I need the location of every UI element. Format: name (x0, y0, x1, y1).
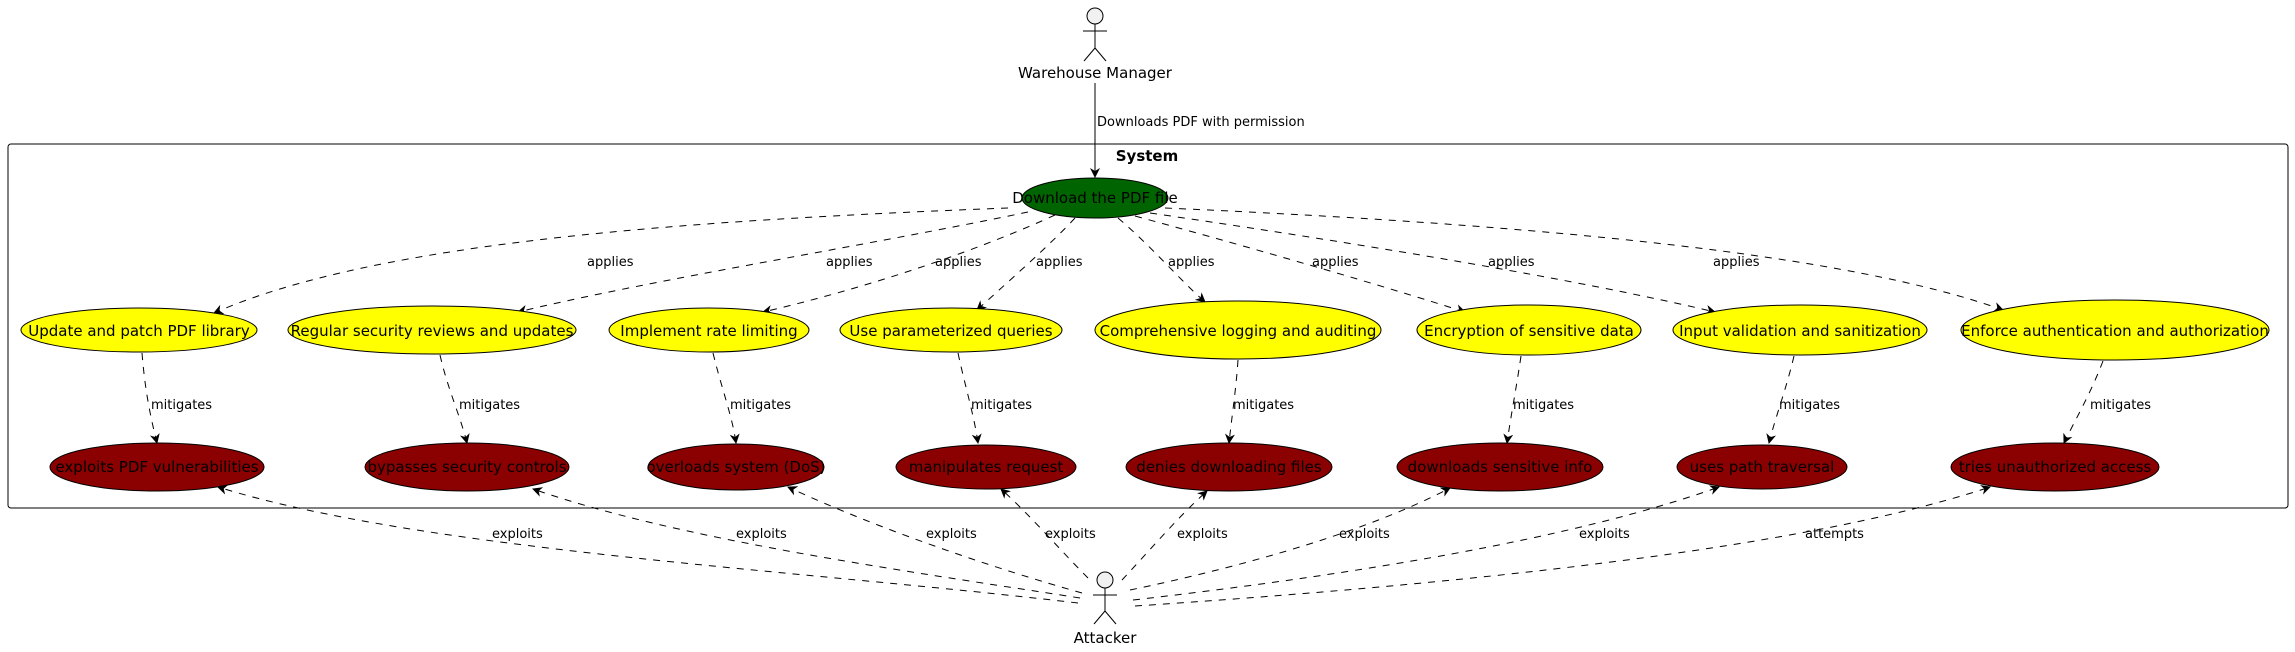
threat-label: denies downloading files (1136, 458, 1322, 476)
edge-label-mitigates: mitigates (1513, 398, 1574, 413)
edge-label-applies: applies (1312, 255, 1359, 270)
stick-figure-icon (1093, 571, 1117, 625)
manager-link-label: Downloads PDF with permission (1097, 115, 1305, 130)
use-case-label: Implement rate limiting (620, 322, 797, 340)
edge-label-exploits: exploits (1177, 527, 1228, 542)
actor-warehouse-manager[interactable]: Warehouse Manager (1018, 7, 1173, 82)
threat-path-traversal[interactable]: uses path traversal (1676, 444, 1848, 490)
use-case-update-patch[interactable]: Update and patch PDF library (20, 307, 258, 353)
use-case-rate-limiting[interactable]: Implement rate limiting (608, 307, 810, 353)
actor-name: Warehouse Manager (1018, 64, 1173, 82)
use-case-label: Update and patch PDF library (28, 322, 250, 340)
edge-label-mitigates: mitigates (459, 398, 520, 413)
use-case-label: Input validation and sanitization (1679, 322, 1921, 340)
mitigates-edges: mitigates mitigates mitigates mitigates … (141, 352, 2151, 444)
edge-label-applies: applies (587, 255, 634, 270)
edge-label-exploits: exploits (1339, 527, 1390, 542)
edge-label-mitigates: mitigates (730, 398, 791, 413)
actor-attacker[interactable]: Attacker (1074, 571, 1138, 647)
actor-name: Attacker (1074, 629, 1138, 647)
threat-downloads-sensitive[interactable]: downloads sensitive info (1396, 442, 1604, 492)
threat-denies-downloading[interactable]: denies downloading files (1125, 442, 1333, 492)
use-case-input-validation[interactable]: Input validation and sanitization (1672, 304, 1928, 356)
stick-figure-icon (1083, 7, 1107, 62)
edge-label-mitigates: mitigates (1779, 398, 1840, 413)
edge-label-attempts: attempts (1805, 527, 1864, 542)
use-case-label: Comprehensive logging and auditing (1100, 322, 1377, 340)
threat-dos[interactable]: overloads system (DoS) (646, 443, 826, 491)
edge-label-applies: applies (1036, 255, 1083, 270)
threat-manipulates-request[interactable]: manipulates request (895, 444, 1077, 490)
control-use-cases: Update and patch PDF library Regular sec… (20, 299, 2270, 361)
edge-label-mitigates: mitigates (1233, 398, 1294, 413)
use-case-label: Regular security reviews and updates (291, 322, 574, 340)
threat-label: uses path traversal (1690, 458, 1835, 476)
threat-label: manipulates request (909, 458, 1064, 476)
use-case-label: Use parameterized queries (849, 322, 1052, 340)
threat-bypass-controls[interactable]: bypasses security controls (364, 442, 570, 492)
threat-label: overloads system (DoS) (646, 458, 825, 476)
use-case-download-pdf[interactable]: Download the PDF file (1012, 177, 1178, 219)
use-case-parameterized-queries[interactable]: Use parameterized queries (839, 307, 1063, 353)
manager-link: Downloads PDF with permission (1090, 83, 1305, 178)
use-case-authentication[interactable]: Enforce authentication and authorization (1960, 299, 2270, 361)
use-case-label: Encryption of sensitive data (1424, 322, 1634, 340)
edge-label-exploits: exploits (492, 527, 543, 542)
use-case-logging-auditing[interactable]: Comprehensive logging and auditing (1094, 300, 1382, 360)
threat-label: bypasses security controls (367, 458, 566, 476)
use-case-encryption[interactable]: Encryption of sensitive data (1416, 304, 1642, 356)
edge-label-exploits: exploits (736, 527, 787, 542)
threat-pdf-vulnerabilities[interactable]: exploits PDF vulnerabilities (49, 442, 265, 492)
edge-label-exploits: exploits (1045, 527, 1096, 542)
edge-label-mitigates: mitigates (151, 398, 212, 413)
edge-label-mitigates: mitigates (2090, 398, 2151, 413)
use-case-label: Download the PDF file (1012, 189, 1178, 207)
edge-label-applies: applies (826, 255, 873, 270)
system-title: System (1116, 147, 1178, 165)
threat-label: downloads sensitive info (1408, 458, 1593, 476)
attacker-edges: exploits exploits exploits exploits expl… (217, 484, 1991, 607)
threat-label: tries unauthorized access (1959, 458, 2152, 476)
use-case-security-reviews[interactable]: Regular security reviews and updates (287, 305, 577, 355)
threat-use-cases: exploits PDF vulnerabilities bypasses se… (49, 442, 2160, 492)
edge-label-applies: applies (935, 255, 982, 270)
edge-label-applies: applies (1713, 255, 1760, 270)
threat-label: exploits PDF vulnerabilities (55, 458, 258, 476)
edge-label-exploits: exploits (1579, 527, 1630, 542)
applies-edges: applies applies applies applies applies … (213, 207, 2004, 315)
use-case-label: Enforce authentication and authorization (1961, 322, 2269, 340)
threat-unauthorized-access[interactable]: tries unauthorized access (1950, 442, 2160, 492)
edge-label-applies: applies (1488, 255, 1535, 270)
edge-label-applies: applies (1168, 255, 1215, 270)
edge-label-mitigates: mitigates (971, 398, 1032, 413)
edge-label-exploits: exploits (926, 527, 977, 542)
